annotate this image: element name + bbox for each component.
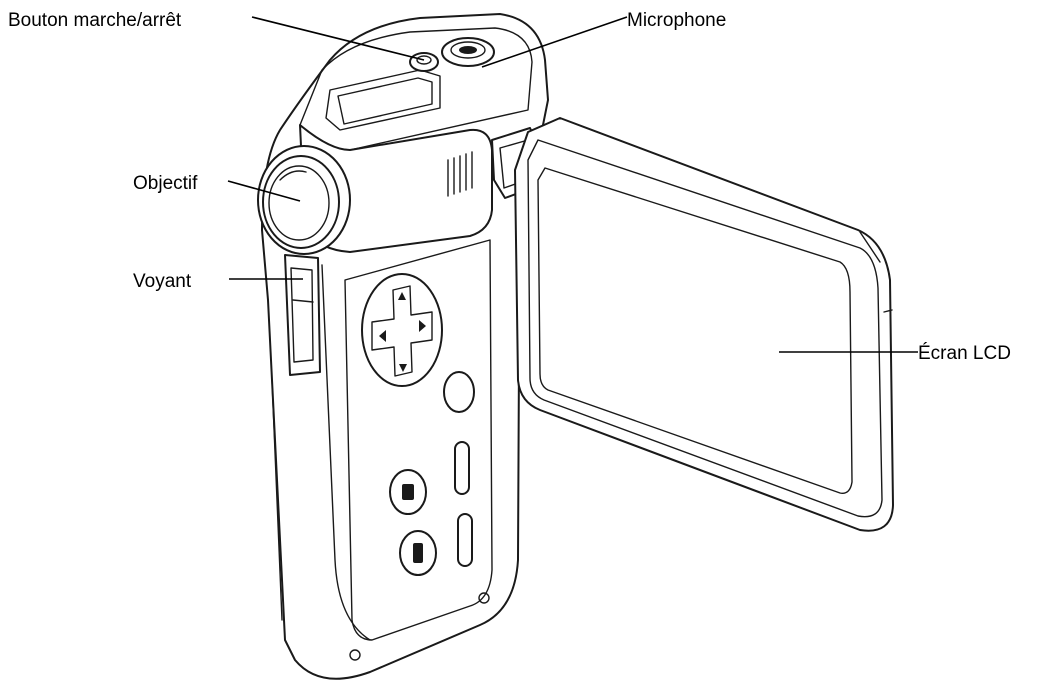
icon-buttons [389,469,437,576]
speaker-grille [447,151,473,197]
control-panel [344,239,493,641]
top-panel-inner [337,77,433,125]
label-lens: Objectif [133,173,198,194]
label-power-button: Bouton marche/arrêt [8,10,182,31]
label-lcd-screen: Écran LCD [918,343,1011,364]
power-button [409,52,439,72]
lens [257,145,351,255]
leader-lens [227,180,301,202]
grip-seam-2 [271,379,283,621]
screw [349,649,361,661]
indicator-light [284,254,321,376]
mode-buttons [454,441,473,567]
four-way-pad [361,273,443,387]
microphone [441,37,495,67]
callouts: Bouton marche/arrêt Microphone Objectif … [8,10,1011,364]
front-head [299,124,493,253]
leader-power-button [251,16,425,61]
round-button [443,371,475,413]
label-microphone: Microphone [627,10,726,31]
grip-seam [321,264,371,641]
screw-2 [478,592,490,604]
label-indicator: Voyant [133,271,192,292]
lcd-screen [514,117,894,532]
leader-microphone [481,16,628,68]
camcorder-illustration [257,13,894,680]
